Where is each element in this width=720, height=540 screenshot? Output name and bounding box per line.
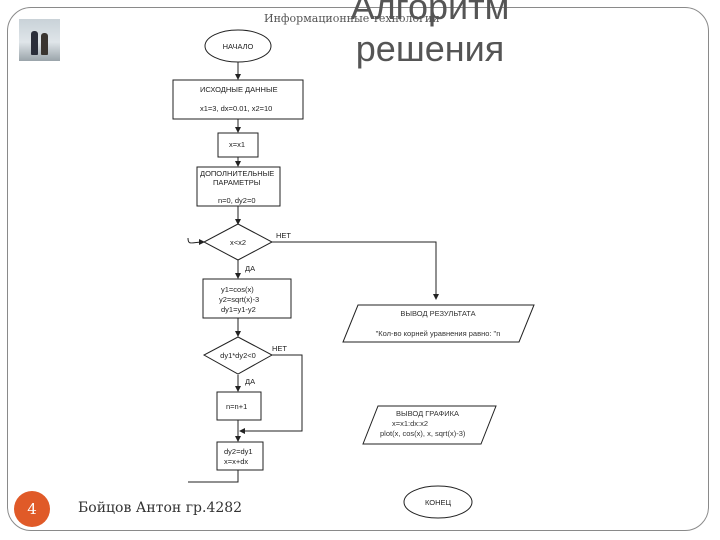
output-plot-line-1: x=x1:dx:x2 [392,419,428,428]
increment-block: n=n+1 [216,391,262,421]
input-title: ИСХОДНЫЕ ДАННЫЕ [200,85,278,94]
extra-params-block: ДОПОЛНИТЕЛЬНЫЕ ПАРАМЕТРЫ n=0, dy2=0 [196,166,281,207]
extra-values: n=0, dy2=0 [218,196,256,205]
start-terminator: НАЧАЛО [204,29,272,63]
input-data-block: ИСХОДНЫЕ ДАННЫЕ x1=3, dx=0.01, x2=10 [172,79,304,120]
update-line-1: dy2=dy1 [224,447,253,456]
output-result-block: ВЫВОД РЕЗУЛЬТАТА "Кол-во корней уравнени… [342,304,535,343]
cond2-yes-label: ДА [245,377,255,386]
cond2-label: dy1*dy2<0 [220,351,256,360]
calc-line-3: dy1=y1-y2 [221,305,256,314]
cond1-label: x<x2 [230,238,246,247]
update-block: dy2=dy1 x=x+dx [216,441,264,471]
output-result-text: "Кол-во корней уравнения равно: "n [376,329,501,338]
cond1-no-label: НЕТ [276,231,291,240]
photo-thumbnail [19,19,60,61]
title-line-1: Алгоритм [350,0,510,27]
condition-sign-change: dy1*dy2<0 НЕТ ДА [202,336,287,386]
title-line-2: решения [355,28,505,69]
start-label: НАЧАЛО [223,42,254,51]
init-x-block: x=x1 [217,132,259,158]
output-result-title: ВЫВОД РЕЗУЛЬТАТА [400,309,475,318]
increment-label: n=n+1 [226,402,247,411]
author-label: Бойцов Антон гр.4282 [78,500,243,516]
extra-line-1: ДОПОЛНИТЕЛЬНЫЕ [200,169,274,178]
cond1-yes-label: ДА [245,264,255,273]
extra-line-2: ПАРАМЕТРЫ [213,178,261,187]
slide-title: Алгоритм решения [330,0,530,70]
calc-line-2: y2=sqrt(x)-3 [219,295,259,304]
init-x-label: x=x1 [229,140,245,149]
slide-frame [7,7,709,531]
flow-connectors [187,62,439,483]
condition-x-lt-x2: x<x2 НЕТ ДА [202,223,291,273]
end-label: КОНЕЦ [425,498,452,507]
output-plot-title: ВЫВОД ГРАФИКА [396,409,459,418]
calc-line-1: y1=cos(x) [221,285,254,294]
input-values: x1=3, dx=0.01, x2=10 [200,104,272,113]
page-number-badge: 4 [14,491,50,527]
update-line-2: x=x+dx [224,457,248,466]
cond2-no-label: НЕТ [272,344,287,353]
end-terminator: КОНЕЦ [403,485,473,519]
output-plot-block: ВЫВОД ГРАФИКА x=x1:dx:x2 plot(x, cos(x),… [362,405,497,445]
calc-block: y1=cos(x) y2=sqrt(x)-3 dy1=y1-y2 [202,278,292,319]
slide-header: Информационные технологии [264,12,440,25]
output-plot-line-2: plot(x, cos(x), x, sqrt(x)-3) [380,429,466,438]
